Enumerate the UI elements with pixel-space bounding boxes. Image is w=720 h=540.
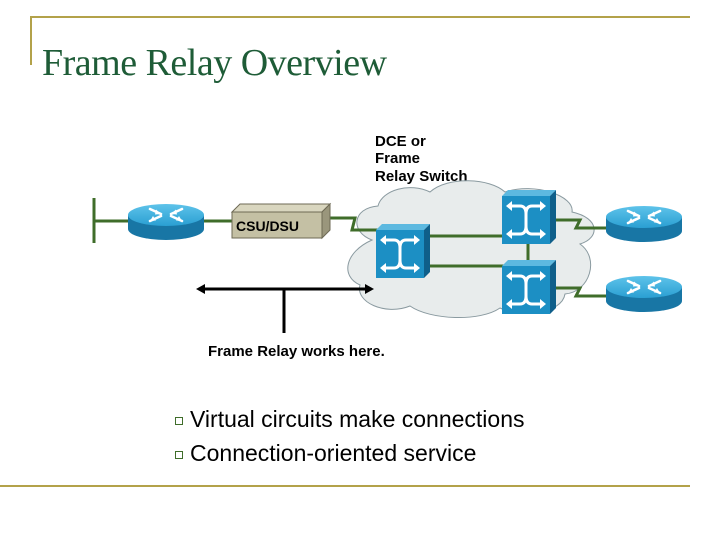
- router-icon: [126, 202, 206, 242]
- works-here-label: Frame Relay works here.: [208, 343, 385, 360]
- bullet-item: Connection-oriented service: [175, 436, 525, 470]
- switch-icon: [500, 188, 558, 246]
- csu-dsu-device: CSU/DSU: [230, 202, 332, 240]
- bullet-square-icon: [175, 451, 183, 459]
- serial-link-bottom-remote: [556, 286, 610, 298]
- accent-rule-top: [30, 16, 690, 18]
- slide-title: Frame Relay Overview: [42, 42, 387, 84]
- router-icon: [604, 204, 684, 244]
- bullet-list: Virtual circuits make connections Connec…: [175, 402, 525, 470]
- dce-label: DCE or Frame Relay Switch: [375, 133, 468, 185]
- bullet-square-icon: [175, 417, 183, 425]
- bullet-text: Virtual circuits make connections: [190, 405, 525, 432]
- bullet-text: Connection-oriented service: [190, 439, 477, 466]
- switch-icon: [374, 222, 432, 280]
- bullet-item: Virtual circuits make connections: [175, 402, 525, 436]
- serial-link-top-remote: [556, 218, 610, 230]
- serial-link-csu-switch: [330, 216, 380, 232]
- router-icon: [604, 274, 684, 314]
- frame-relay-diagram: DCE or Frame Relay Switch CSU/DSU Frame …: [92, 133, 684, 360]
- accent-rule-bottom: [0, 485, 690, 487]
- csu-dsu-label: CSU/DSU: [236, 218, 299, 234]
- span-arrow: [196, 284, 374, 333]
- switch-icon: [500, 258, 558, 316]
- accent-rule-left: [30, 16, 32, 65]
